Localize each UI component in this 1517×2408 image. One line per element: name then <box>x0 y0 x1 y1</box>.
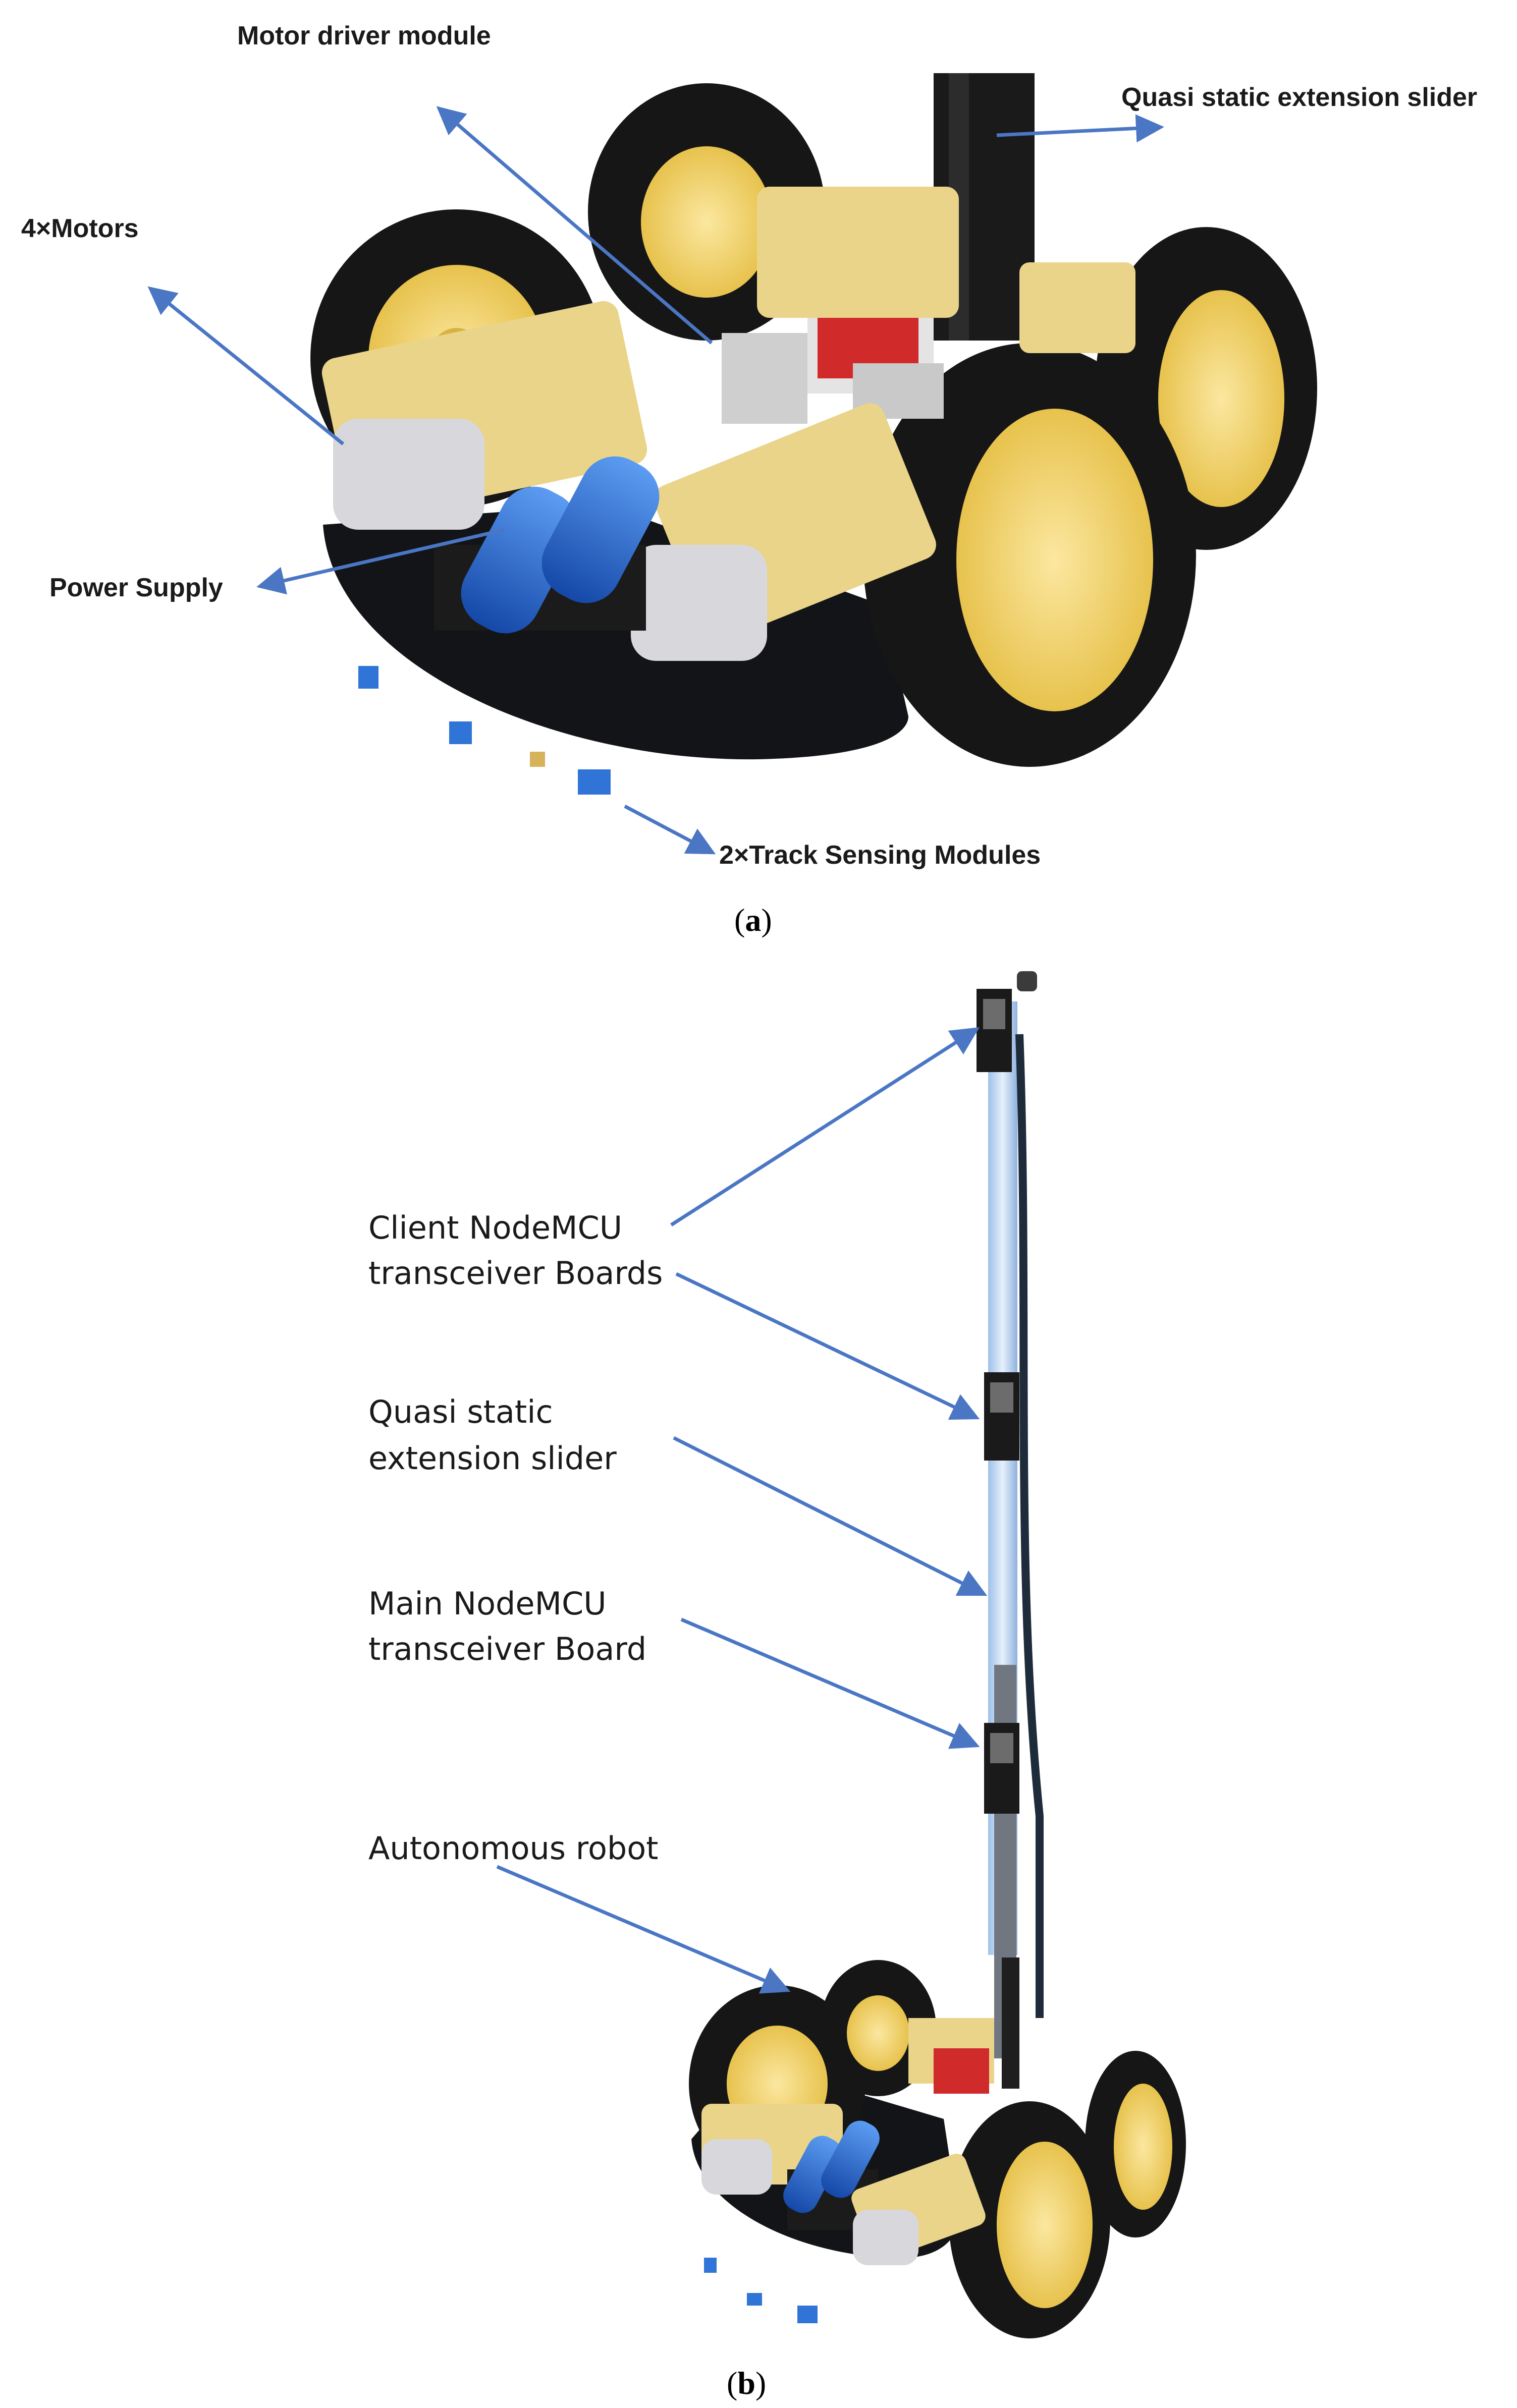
motor-front <box>631 403 936 661</box>
caption-a: (a) <box>734 902 772 938</box>
arrow-motors <box>147 286 345 445</box>
arrow-client-middle <box>675 1272 980 1420</box>
arrow-slider <box>673 1436 988 1596</box>
label-client-line1: Client NodeMCU <box>368 1209 622 1246</box>
label-main-line1: Main NodeMCU <box>368 1585 607 1622</box>
panel-b-arrows <box>496 1027 988 1994</box>
main-board <box>984 1723 1019 1814</box>
robot-small <box>689 1960 1186 2338</box>
label-slider-line2: extension slider <box>368 1440 617 1477</box>
label-quasi-slider: Quasi static extension slider <box>1121 83 1477 112</box>
panel-a-robot-render <box>310 73 1317 795</box>
label-robot: Autonomous robot <box>368 1830 658 1867</box>
battery-pack <box>434 456 660 634</box>
wheel-front-right <box>863 343 1196 767</box>
track-sensor-modules <box>358 666 611 795</box>
client-board-top <box>977 971 1037 1072</box>
panel-b-assembly-render <box>689 971 1186 2338</box>
label-power-supply: Power Supply <box>49 573 223 602</box>
label-motors: 4×Motors <box>21 214 139 243</box>
arrow-power-supply <box>256 528 505 595</box>
arrow-motor-driver <box>436 106 713 345</box>
panel-a-arrows <box>147 106 1164 855</box>
caption-b: (b) <box>727 2365 766 2401</box>
client-board-middle <box>984 1372 1019 1461</box>
motor-right-side <box>1019 262 1135 353</box>
arrow-main-board <box>680 1617 980 1749</box>
label-motor-driver: Motor driver module <box>237 21 491 50</box>
arrow-track-sensing <box>624 804 716 855</box>
arrow-client-top <box>670 1027 980 1226</box>
motor-right-back <box>757 187 959 318</box>
label-track-sensing: 2×Track Sensing Modules <box>719 841 1041 870</box>
label-main-line2: transceiver Board <box>368 1631 646 1667</box>
motor-left <box>321 301 647 530</box>
arrow-quasi-slider <box>996 114 1164 143</box>
label-slider-line1: Quasi static <box>368 1393 553 1430</box>
arrow-robot <box>496 1865 791 1994</box>
label-client-line2: transceiver Boards <box>368 1255 663 1292</box>
